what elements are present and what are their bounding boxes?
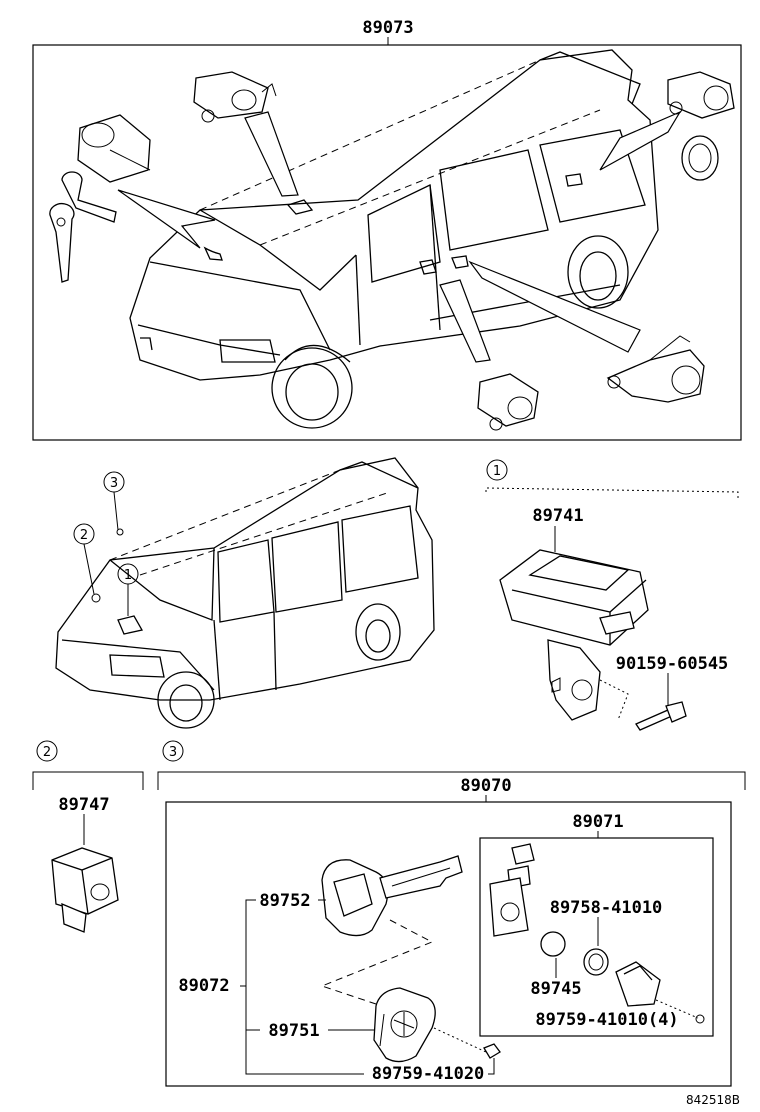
svg-text:1: 1 [124, 568, 132, 583]
door-lock-cylinder-rear-icon [667, 71, 735, 181]
section-2-marker [36, 740, 58, 762]
label-89759-41010-4: 89759-41010(4) [535, 1010, 678, 1030]
arrow-front-left [117, 189, 216, 249]
label-89759-41020: 89759-41020 [372, 1064, 485, 1084]
top-section: 89073 [32, 18, 742, 441]
label-89751: 89751 [268, 1021, 319, 1041]
top-frame [32, 44, 742, 441]
arrow-top-center [244, 111, 299, 197]
label-89747: 89747 [58, 795, 109, 815]
transponder-housing-icon [489, 843, 535, 937]
arrow-right [468, 260, 641, 353]
arrow-lower-center [439, 279, 491, 363]
label-89071: 89071 [572, 812, 623, 832]
label-89745: 89745 [530, 979, 581, 999]
section-3-marker [162, 740, 184, 762]
figure-id: 842518B [686, 1093, 740, 1107]
ring-icon [583, 948, 609, 976]
transponder-chip-icon [540, 931, 566, 957]
svg-text:3: 3 [169, 745, 177, 760]
section-2-sensor: 2 89747 [32, 740, 144, 933]
label-89741: 89741 [532, 506, 583, 526]
svg-text:2: 2 [80, 528, 88, 543]
svg-text:2: 2 [43, 745, 51, 760]
kit-frame [165, 801, 732, 1087]
screw-small-icon [695, 1014, 705, 1024]
van-large [129, 49, 659, 429]
section-3-key-kit: 3 89070 89071 89758-41010 89745 89759-41… [157, 740, 746, 1087]
immobilizer-coil-icon [51, 847, 119, 933]
door-lock-cylinder-side-icon [477, 373, 539, 431]
label-89072: 89072 [178, 976, 229, 996]
label-89073: 89073 [362, 18, 413, 38]
label-89752: 89752 [259, 891, 310, 911]
transponder-kit-frame [479, 837, 714, 1037]
key-icon [49, 171, 117, 283]
label-89758-41010: 89758-41010 [550, 898, 663, 918]
arrow-rear [599, 110, 682, 171]
door-lock-cylinder-top-icon [193, 71, 277, 123]
section-1-ecu: 1 89741 90159-60545 [485, 459, 739, 731]
key-cover-icon [373, 987, 436, 1063]
section-1-marker [486, 459, 508, 481]
bolt-icon [635, 701, 687, 731]
key-screw-icon [483, 1043, 501, 1059]
svg-text:3: 3 [110, 476, 118, 491]
key-blank-icon [321, 855, 463, 937]
label-90159-60545: 90159-60545 [616, 654, 729, 674]
svg-text:1: 1 [493, 464, 501, 479]
ecu-icon [499, 549, 649, 721]
ignition-cylinder-icon [77, 114, 151, 183]
back-door-lock-icon [606, 335, 705, 403]
location-view: 3 2 1 [55, 457, 435, 729]
label-89070: 89070 [460, 776, 511, 796]
cover-plate-icon [615, 961, 661, 1007]
